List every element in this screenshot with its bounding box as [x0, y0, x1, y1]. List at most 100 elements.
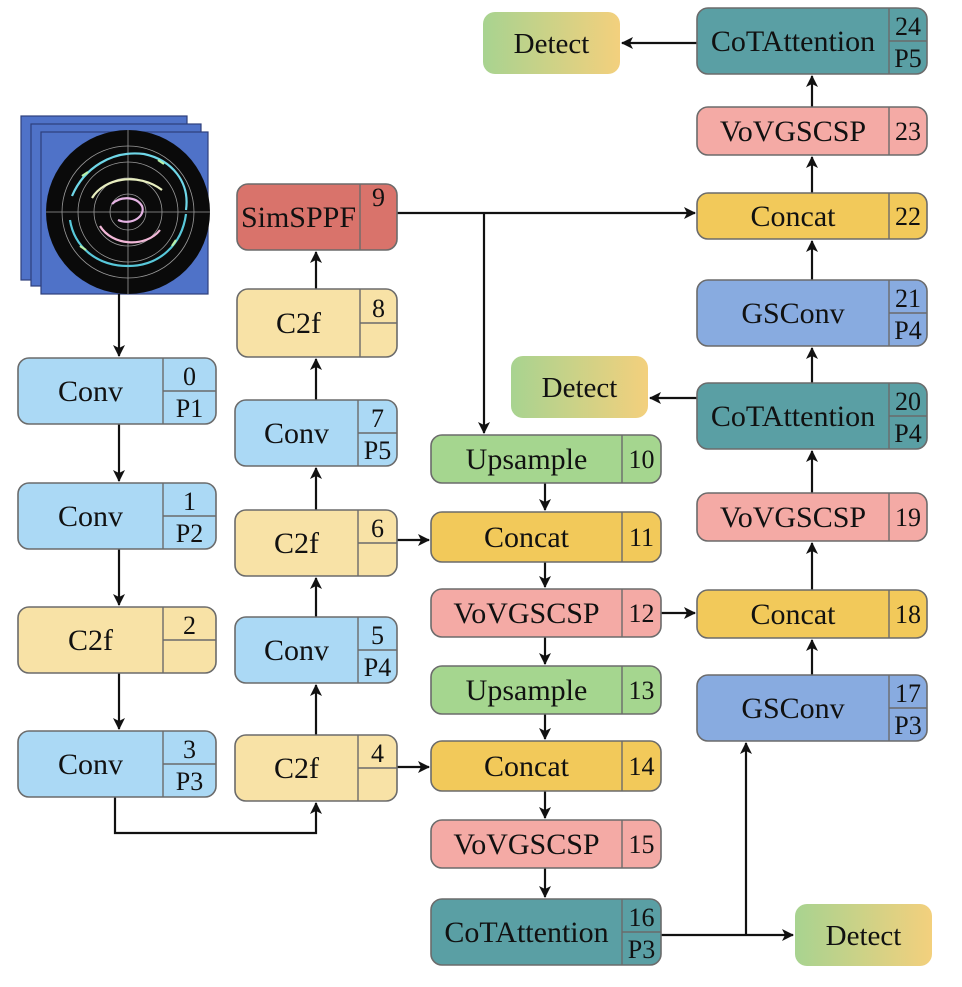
- detect-box: [511, 356, 648, 418]
- concat-box: [696, 589, 928, 639]
- detect-box: [483, 12, 620, 74]
- node-vovgscsp-23: VoVGSCSP 23: [696, 106, 928, 156]
- node-vovgscsp-19: VoVGSCSP 19: [696, 492, 928, 542]
- node-index: 9: [372, 183, 385, 212]
- node-label: Upsample: [466, 674, 588, 707]
- vovgscsp-box: [696, 106, 928, 156]
- node-label: Conv: [58, 748, 123, 781]
- node-index: 10: [629, 445, 655, 474]
- node-level: P4: [894, 419, 921, 448]
- node-index: 0: [183, 362, 196, 391]
- node-label: VoVGSCSP: [720, 501, 866, 534]
- concat-box: [430, 511, 662, 563]
- node-index: 17: [895, 679, 921, 708]
- node-level: P5: [364, 436, 391, 465]
- simsppf-box: [236, 183, 398, 251]
- node-conv-0: Conv 0P1: [17, 357, 217, 425]
- node-index: 24: [895, 12, 921, 41]
- node-level: P3: [894, 711, 921, 740]
- node-c2f-8: C2f 8: [236, 288, 398, 358]
- detect-head-p3: Detect: [795, 904, 932, 966]
- node-index: 8: [372, 294, 385, 323]
- detect-label: Detect: [826, 920, 902, 952]
- node-index: 13: [629, 676, 655, 705]
- upsample-box: [430, 434, 662, 484]
- node-label: Conv: [58, 375, 123, 408]
- detect-box: [795, 904, 932, 966]
- node-index: 4: [371, 739, 384, 768]
- node-label: Concat: [751, 598, 837, 631]
- node-index: 2: [183, 611, 196, 640]
- node-index: 5: [371, 621, 384, 650]
- node-conv-1: Conv 1P2: [17, 482, 217, 550]
- node-index: 21: [895, 284, 921, 313]
- node-index: 20: [895, 387, 921, 416]
- node-index: 15: [629, 830, 655, 859]
- node-concat-18: Concat 18: [696, 589, 928, 639]
- node-level: P4: [364, 653, 391, 682]
- node-index: 1: [183, 487, 196, 516]
- node-level: P1: [176, 394, 203, 423]
- node-index: 12: [629, 599, 655, 628]
- node-label: C2f: [68, 624, 113, 657]
- node-label: C2f: [276, 307, 321, 340]
- node-label: CoTAttention: [711, 25, 875, 58]
- node-c2f-6: C2f 6: [234, 509, 398, 577]
- upsample-box: [430, 665, 662, 715]
- node-level: P2: [176, 519, 203, 548]
- detect-head-p5: Detect: [483, 12, 620, 74]
- node-index: 6: [371, 514, 384, 543]
- node-conv-5: Conv 5P4: [234, 616, 398, 684]
- detect-label: Detect: [514, 28, 590, 60]
- node-vovgscsp-12: VoVGSCSP 12: [430, 588, 662, 638]
- node-label: Upsample: [466, 443, 588, 476]
- node-label: VoVGSCSP: [453, 828, 599, 861]
- vovgscsp-box: [430, 819, 662, 869]
- node-label: GSConv: [741, 297, 844, 330]
- concat-box: [430, 740, 662, 792]
- radar-echo: [68, 152, 188, 268]
- node-concat-11: Concat 11: [430, 511, 662, 563]
- node-label: CoTAttention: [711, 400, 875, 433]
- node-index: 11: [629, 523, 654, 552]
- node-c2f-2: C2f 2: [17, 606, 217, 674]
- node-index: 18: [895, 600, 921, 629]
- node-upsample-10: Upsample 10: [430, 434, 662, 484]
- node-simsppf-9: SimSPPF 9: [236, 183, 398, 251]
- node-label: VoVGSCSP: [453, 597, 599, 630]
- node-label: Conv: [58, 500, 123, 533]
- detect-head-p4: Detect: [511, 356, 648, 418]
- node-upsample-13: Upsample 13: [430, 665, 662, 715]
- node-label: VoVGSCSP: [720, 115, 866, 148]
- node-index: 16: [629, 903, 655, 932]
- node-label: CoTAttention: [444, 916, 608, 949]
- node-label: Concat: [484, 750, 570, 783]
- node-label: Concat: [751, 200, 837, 233]
- node-level: P3: [176, 767, 203, 796]
- node-index: 7: [371, 404, 384, 433]
- node-label: Conv: [264, 634, 329, 667]
- node-level: P4: [894, 316, 921, 345]
- node-level: P5: [894, 44, 921, 73]
- detect-label: Detect: [542, 372, 618, 404]
- node-index: 23: [895, 117, 921, 146]
- node-label: Concat: [484, 521, 570, 554]
- node-index: 19: [895, 503, 921, 532]
- edges: [113, 37, 818, 941]
- node-label: SimSPPF: [241, 201, 356, 234]
- node-level: P3: [628, 935, 655, 964]
- vovgscsp-box: [430, 588, 662, 638]
- node-label: C2f: [274, 527, 319, 560]
- node-vovgscsp-15: VoVGSCSP 15: [430, 819, 662, 869]
